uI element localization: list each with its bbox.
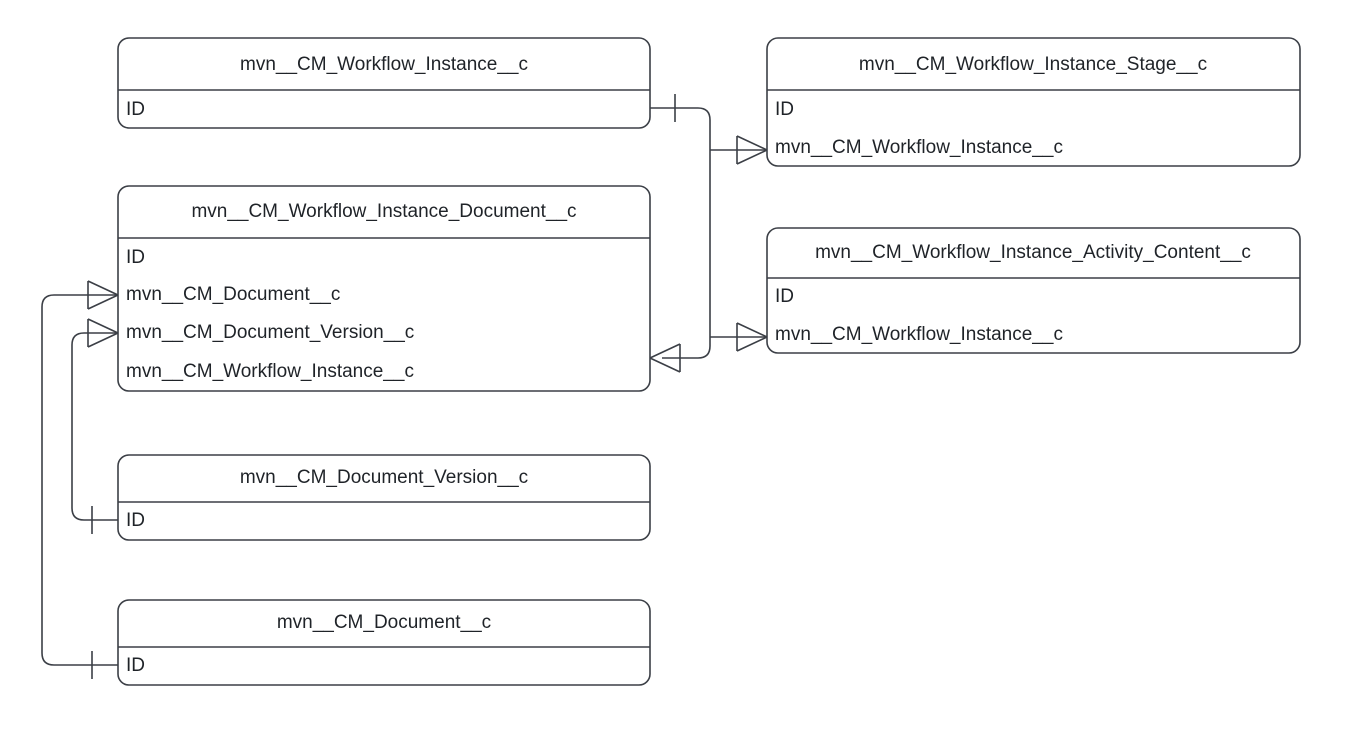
crowfoot-many-document-version [87,318,119,348]
relationship-workflow-instance-trunk [650,94,711,359]
entity-document-field-id: ID [126,655,145,676]
relationship-to-wi-document [649,343,681,373]
relationship-document-version-to-wi-document [71,318,119,534]
entity-activity-content-field-workflow-instance: mvn__CM_Workflow_Instance__c [775,324,1063,345]
entity-workflow-instance-field-id: ID [126,99,145,120]
relationship-to-activity-content [710,322,768,352]
entity-stage-title: mvn__CM_Workflow_Instance_Stage__c [859,54,1207,75]
crowfoot-many-stage [736,135,768,165]
entity-document-frame [117,599,651,686]
entity-workflow-instance-stage[interactable]: mvn__CM_Workflow_Instance_Stage__c ID mv… [766,37,1301,167]
entity-workflow-instance-title: mvn__CM_Workflow_Instance__c [240,54,528,75]
crowfoot-many-activity-content [736,322,768,352]
entity-document-version[interactable]: mvn__CM_Document_Version__c ID [117,454,651,541]
entity-document-title: mvn__CM_Document__c [277,612,491,633]
crowfoot-many-document [87,280,119,310]
entity-stage-field-workflow-instance: mvn__CM_Workflow_Instance__c [775,137,1063,158]
relationship-to-stage [710,135,768,165]
entity-workflow-instance-activity-content[interactable]: mvn__CM_Workflow_Instance_Activity_Conte… [766,227,1301,354]
crowfoot-many-wi-document [649,343,681,373]
entity-stage-field-id: ID [775,99,794,120]
entity-wi-document-frame [117,185,651,392]
entity-workflow-instance-frame [117,37,651,129]
entity-wi-document-title: mvn__CM_Workflow_Instance_Document__c [191,201,576,222]
entity-wi-document-field-id: ID [126,247,145,268]
entity-document-version-frame [117,454,651,541]
entity-wi-document-field-workflow-instance: mvn__CM_Workflow_Instance__c [126,361,414,382]
entity-stage-frame [766,37,1301,167]
relationship-document-to-wi-document [41,280,119,679]
connector-layer [41,94,768,679]
entity-activity-content-frame [766,227,1301,354]
entity-document-version-title: mvn__CM_Document_Version__c [240,467,528,488]
entity-workflow-instance-document[interactable]: mvn__CM_Workflow_Instance_Document__c ID… [117,185,651,392]
entity-activity-content-field-id: ID [775,286,794,307]
entity-document-version-field-id: ID [126,510,145,531]
entity-document[interactable]: mvn__CM_Document__c ID [117,599,651,686]
entity-wi-document-field-document: mvn__CM_Document__c [126,284,340,305]
entity-activity-content-title: mvn__CM_Workflow_Instance_Activity_Conte… [815,242,1251,263]
entity-wi-document-field-document-version: mvn__CM_Document_Version__c [126,322,414,343]
entity-workflow-instance[interactable]: mvn__CM_Workflow_Instance__c ID [117,37,651,129]
